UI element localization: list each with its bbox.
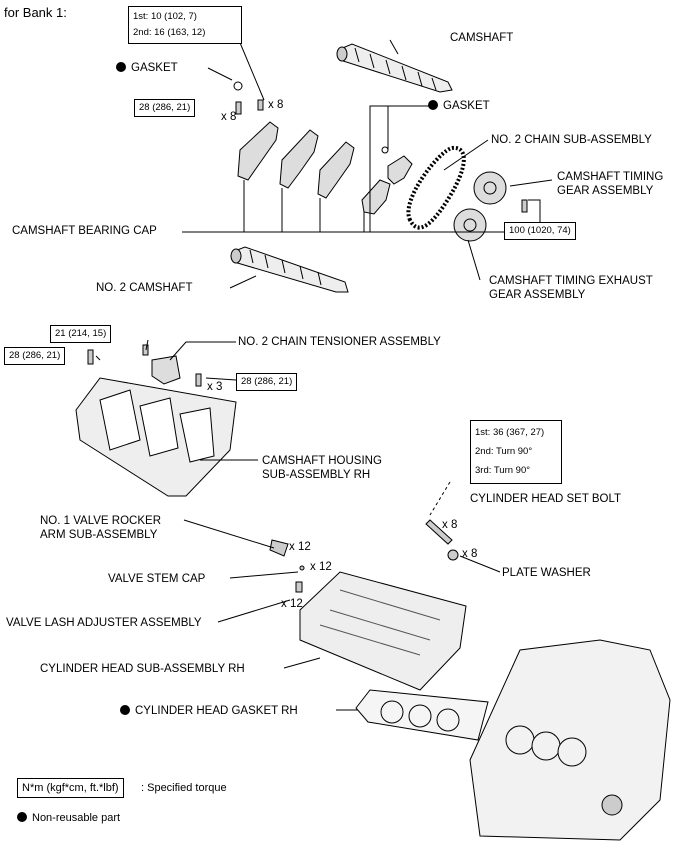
qty-label: x 12 bbox=[310, 561, 332, 573]
bearing-cap-label: CAMSHAFT BEARING CAP bbox=[12, 225, 157, 237]
qty-label: x 8 bbox=[268, 99, 284, 111]
bearing-caps bbox=[237, 121, 413, 215]
engine-block-part bbox=[469, 639, 671, 841]
qty-label: x 8 bbox=[442, 519, 458, 531]
lash-adjuster-label: VALVE LASH ADJUSTER ASSEMBLY bbox=[6, 617, 202, 629]
qty-label: x 12 bbox=[281, 598, 303, 610]
camshaft-label: CAMSHAFT bbox=[450, 32, 514, 44]
qty-label: x 8 bbox=[221, 111, 237, 123]
valve-stem-cap-label: VALVE STEM CAP bbox=[108, 573, 206, 585]
chain-sub-assembly-label: NO. 2 CHAIN SUB-ASSEMBLY bbox=[491, 134, 652, 146]
non-reusable-dot-icon bbox=[17, 812, 27, 822]
tensioner-label: NO. 2 CHAIN TENSIONER ASSEMBLY bbox=[238, 336, 441, 348]
torque-box-housing-bolt: 28 (286, 21) bbox=[4, 347, 66, 365]
cylinder-head-label: CYLINDER HEAD SUB-ASSEMBLY RH bbox=[40, 663, 245, 675]
timing-gears bbox=[453, 171, 507, 242]
no2-camshaft-label: NO. 2 CAMSHAFT bbox=[96, 282, 193, 294]
head-gasket-part bbox=[355, 689, 489, 741]
torque-2nd: 2nd: 16 (163, 12) bbox=[133, 27, 206, 38]
non-reusable-dot-icon bbox=[116, 62, 126, 72]
torque-1st: 1st: 10 (102, 7) bbox=[133, 11, 197, 22]
torque-box-timing-gear: 100 (1020, 74) bbox=[504, 222, 576, 240]
gasket-label-2: GASKET bbox=[428, 99, 490, 113]
head-gasket-label: CYLINDER HEAD GASKET RH bbox=[120, 704, 298, 718]
qty-label: x 12 bbox=[289, 541, 311, 553]
head-bolt-label: CYLINDER HEAD SET BOLT bbox=[470, 493, 622, 505]
camshaft-part bbox=[336, 43, 453, 93]
leader-lines bbox=[95, 25, 553, 711]
bolts bbox=[87, 81, 528, 593]
torque-box-head-bolt: 1st: 36 (367, 27)2nd: Turn 90°3rd: Turn … bbox=[470, 420, 562, 484]
legend-torque-text: : Specified torque bbox=[141, 782, 227, 794]
non-reusable-dot-icon bbox=[428, 100, 438, 110]
legend-nonreusable: Non-reusable part bbox=[17, 811, 120, 825]
qty-label: x 8 bbox=[462, 548, 478, 560]
torque-spec-box: 1st: 10 (102, 7) 2nd: 16 (163, 12) bbox=[128, 6, 242, 44]
non-reusable-dot-icon bbox=[120, 705, 130, 715]
no2-camshaft-part bbox=[230, 246, 349, 293]
plate-washer-label: PLATE WASHER bbox=[502, 567, 591, 579]
torque-box-gasket-bolts: 28 (286, 21) bbox=[134, 99, 196, 117]
chain-part bbox=[406, 145, 466, 230]
tensioner-part bbox=[151, 355, 181, 385]
torque-box-tensioner: 21 (214, 15) bbox=[50, 325, 112, 343]
legend-torque-box: N*m (kgf*cm, ft.*lbf) bbox=[17, 778, 124, 798]
camshaft-housing-part bbox=[75, 377, 237, 497]
torque-box-housing-bolts: 28 (286, 21) bbox=[236, 373, 298, 391]
cylinder-head-part bbox=[299, 571, 467, 691]
gasket-label-1: GASKET bbox=[116, 61, 178, 75]
bank-header: for Bank 1: bbox=[4, 5, 67, 20]
qty-label: x 3 bbox=[207, 381, 223, 393]
